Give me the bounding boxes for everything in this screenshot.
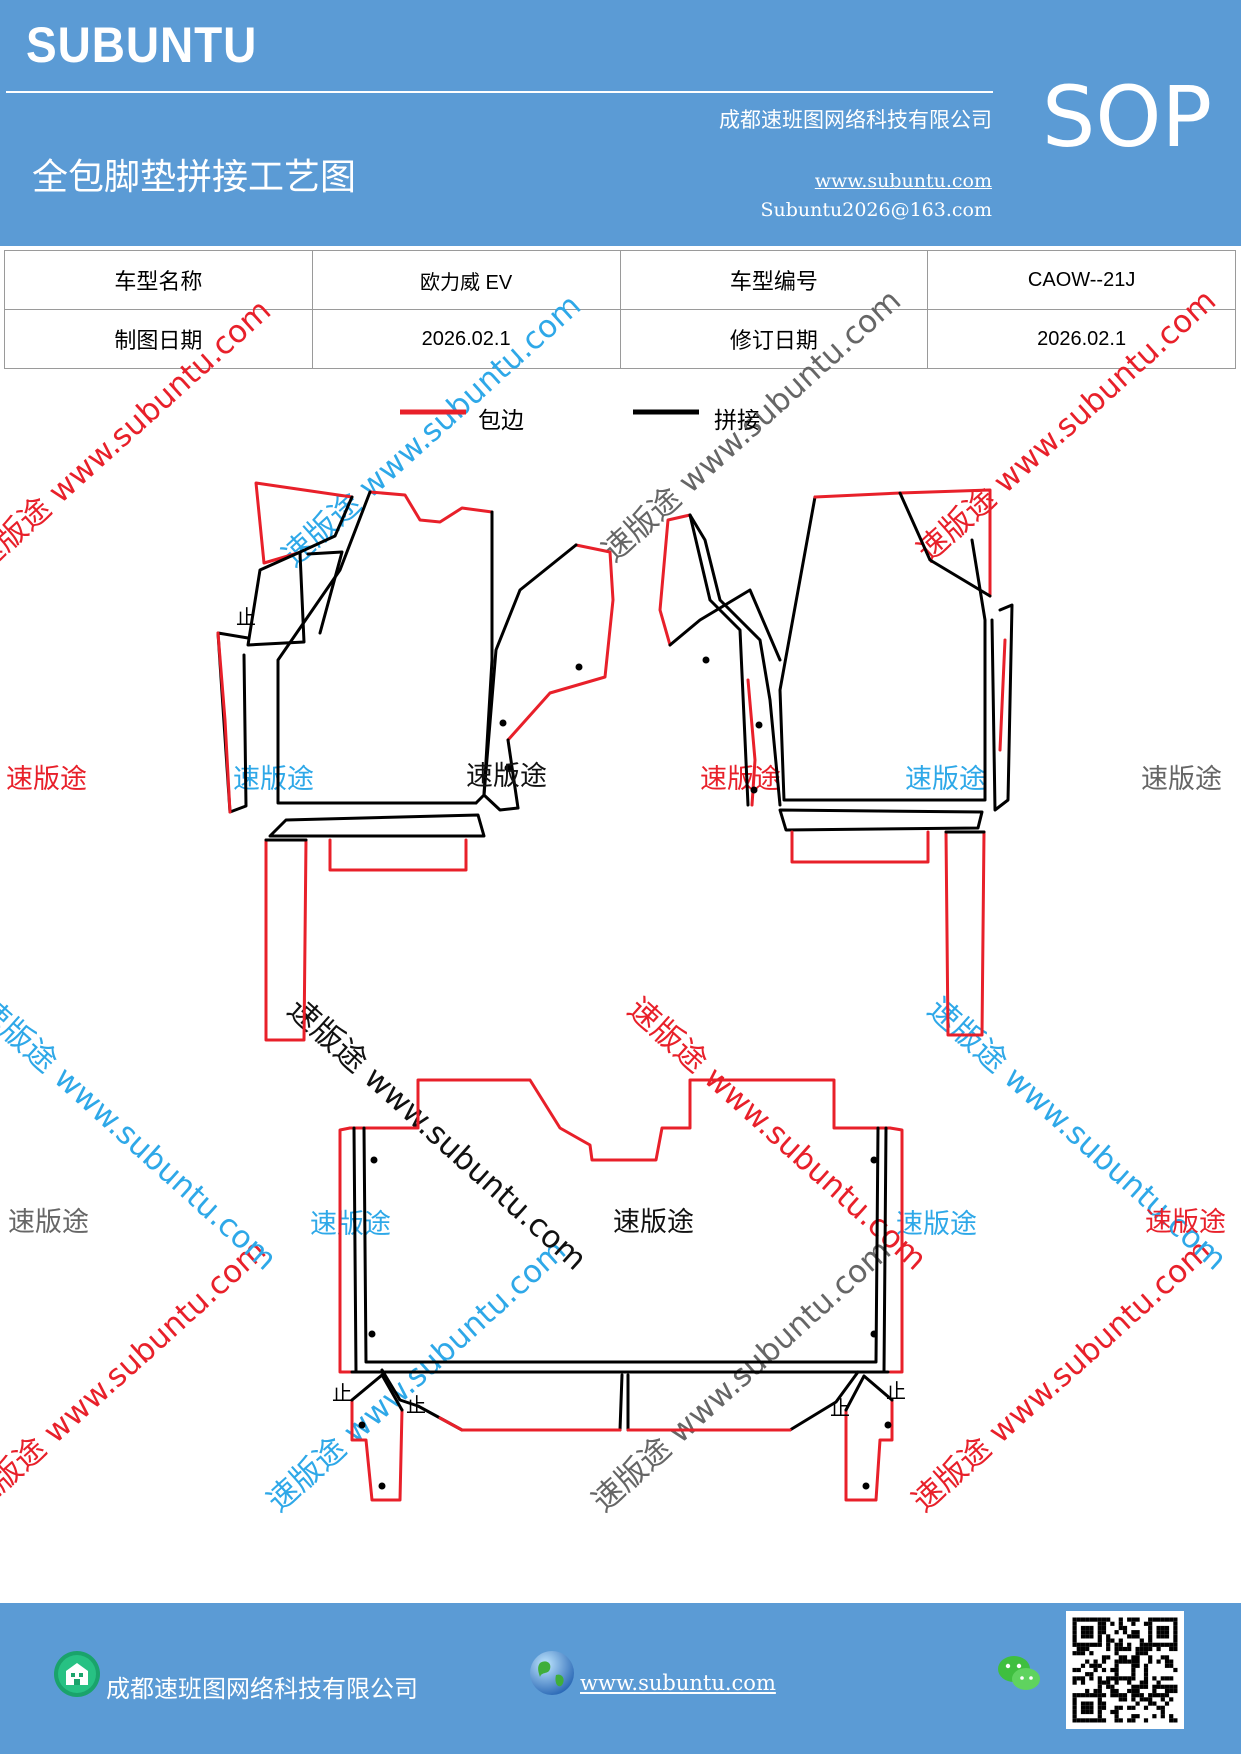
email-address: Subuntu2026@163.com: [760, 199, 992, 221]
watermark-label: 速版途: [1141, 764, 1222, 795]
piece-label: 速版途: [466, 761, 547, 792]
header-divider: [6, 91, 993, 93]
stop-mark: 止: [886, 1379, 906, 1403]
watermark-label: 速版途: [905, 764, 986, 795]
globe-icon: [530, 1651, 574, 1695]
model-code-label: 车型编号: [619, 250, 929, 310]
watermark-label: 速版途: [8, 1207, 89, 1238]
website-link[interactable]: www.subuntu.com: [814, 170, 992, 192]
revise-date-value: 2026.02.1: [927, 309, 1236, 369]
page-title: 全包脚垫拼接工艺图: [32, 157, 357, 198]
model-code-value: CAOW--21J: [927, 250, 1236, 310]
stop-mark: 止: [332, 1381, 352, 1405]
watermark-label: 速版途: [1145, 1207, 1226, 1238]
draw-date-value: 2026.02.1: [311, 309, 621, 369]
table-row: 制图日期 2026.02.1 修订日期 2026.02.1: [4, 309, 1236, 369]
wechat-icon: [998, 1656, 1040, 1690]
rear-mat: [338, 1078, 904, 1502]
company-name: 成都速班图网络科技有限公司: [719, 108, 992, 132]
watermark-label: 速版途: [896, 1209, 977, 1240]
model-name-value: 欧力威 EV: [311, 250, 621, 310]
draw-date-label: 制图日期: [4, 309, 313, 369]
vehicle-info-table: 车型名称 欧力威 EV 车型编号 CAOW--21J 制图日期 2026.02.…: [4, 250, 1236, 369]
legend-seam-label: 拼接: [714, 408, 760, 434]
stop-mark: 止: [830, 1396, 850, 1420]
page-header: SUBUNTU 成都速班图网络科技有限公司 全包脚垫拼接工艺图 www.subu…: [0, 0, 1241, 246]
building-icon: [54, 1651, 100, 1697]
page-footer: 成都速班图网络科技有限公司 www.subuntu.com: [0, 1603, 1241, 1754]
sop-badge: SOP: [1042, 68, 1213, 166]
legend-edge-label: 包边: [478, 408, 524, 434]
footer-website[interactable]: www.subuntu.com: [580, 1671, 776, 1695]
brand-logo: SUBUNTU: [26, 17, 258, 73]
left-front-mat: [216, 481, 615, 1042]
qr-code: [1066, 1611, 1184, 1729]
watermark-label: 速版途: [310, 1209, 391, 1240]
model-name-label: 车型名称: [4, 250, 313, 310]
watermark-label: 速版途: [700, 764, 781, 795]
footer-company: 成都速班图网络科技有限公司: [106, 1675, 418, 1703]
table-row: 车型名称 欧力威 EV 车型编号 CAOW--21J: [4, 250, 1236, 310]
stop-mark: 止: [406, 1393, 426, 1417]
revise-date-label: 修订日期: [619, 309, 929, 369]
watermark-label: 速版途: [6, 764, 87, 795]
piece-label: 速版途: [613, 1207, 694, 1238]
right-front-mat: [658, 488, 1014, 1037]
stop-mark: 止: [236, 605, 256, 629]
